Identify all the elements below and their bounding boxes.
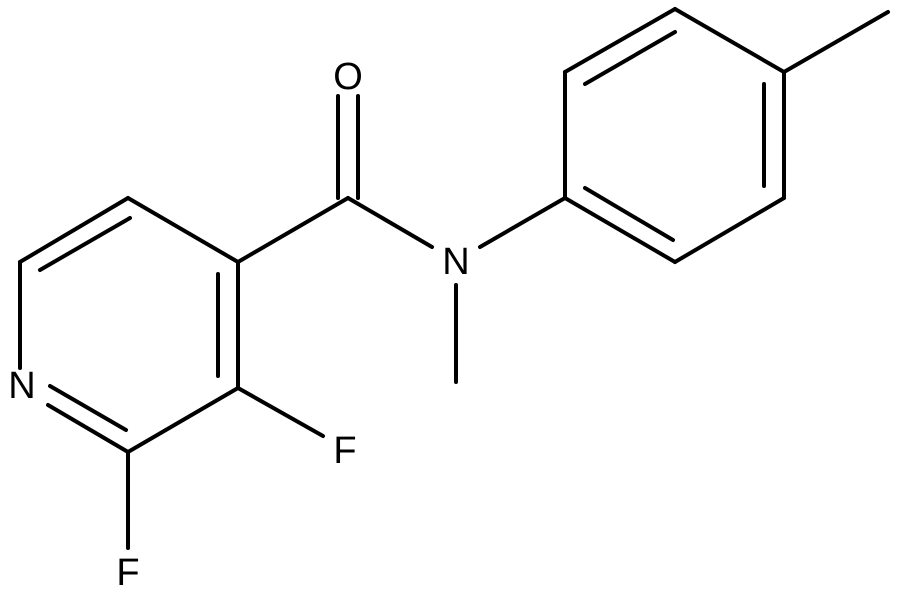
pyridine-nitrogen-label: N	[8, 365, 35, 407]
bond-c3-f	[236, 386, 325, 438]
fluorine-3-label: F	[333, 430, 356, 472]
bond-carbonyl-n	[346, 196, 434, 249]
bond-ar2-ar3	[563, 7, 677, 74]
bond-ar3-ar4	[673, 7, 786, 74]
bond-c6-c5	[18, 196, 130, 264]
bond-c6-c5-double	[38, 216, 132, 272]
bond-ar6-ar1	[563, 196, 677, 264]
bond-ar5-ar6	[673, 196, 786, 264]
bond-c4-carbonyl	[236, 196, 350, 264]
bond-ar2-ar3-double	[583, 30, 677, 86]
amide-nitrogen-label: N	[442, 241, 469, 283]
bond-n-aryl	[478, 196, 567, 249]
tolyl-ring	[563, 7, 786, 264]
bond-c2-n1-double	[48, 384, 128, 432]
bond-c2-n1	[46, 403, 130, 454]
fluorine-2-label: F	[116, 552, 139, 594]
oxygen-label: O	[333, 56, 363, 98]
bond-c5-c4	[126, 196, 240, 264]
bond-ar6-ar1-double	[583, 186, 675, 242]
pyridine-ring	[18, 196, 240, 454]
bond-c3-c2	[126, 386, 240, 454]
bond-aryl-methyl	[782, 10, 890, 74]
